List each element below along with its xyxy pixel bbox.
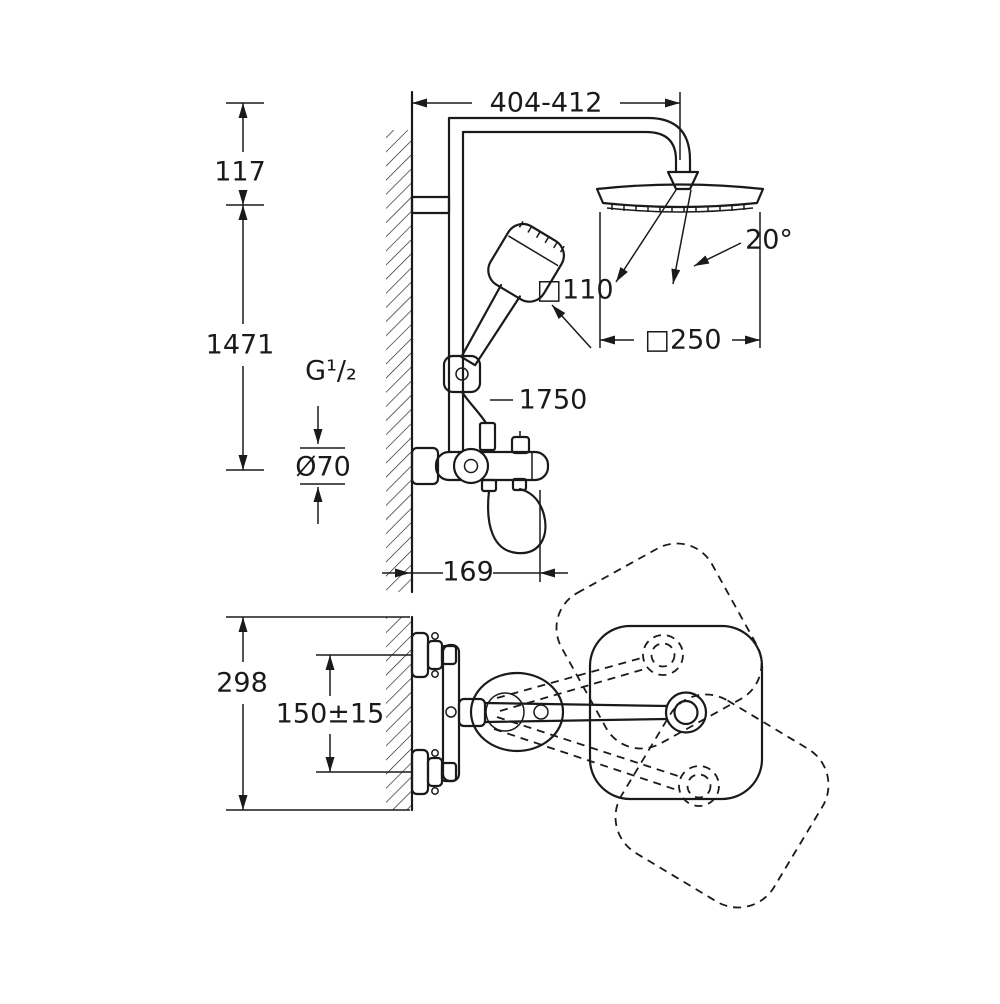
- wall-hatch: [386, 130, 412, 592]
- supply-top-screw2: [431, 670, 439, 678]
- dim-head-face-label: □250: [644, 325, 721, 356]
- hose-upper-segment: [460, 390, 488, 425]
- mixer-body: [434, 450, 550, 482]
- hand-shower-head: [487, 222, 565, 303]
- swivel-lower-head-outline: [614, 693, 830, 909]
- diverter-knob: [510, 435, 531, 455]
- hose-coupling: [478, 421, 497, 452]
- angle-ray-vertical: [671, 189, 692, 285]
- dim-width-label: 404-412: [490, 88, 603, 119]
- plan-hand-shower-outline: [469, 671, 565, 753]
- swivel-position-upper: [496, 542, 763, 750]
- angle-ray-tilted: [615, 189, 677, 283]
- dim-hand-face-label: □110: [536, 275, 613, 306]
- plan-head-outline: [588, 624, 764, 801]
- dim-depth-label: 298: [216, 668, 268, 699]
- side-view: 404-412 117 1471 20° □110: [206, 88, 793, 594]
- supply-connection-bottom: [410, 748, 458, 796]
- mixer-knob-center: [463, 458, 479, 474]
- angle-leader: [693, 242, 742, 267]
- dim-drop-label: 117: [214, 157, 266, 188]
- shower-riser-outer: [447, 116, 692, 454]
- hose-outlet-nut: [480, 478, 498, 493]
- supply-bottom-escutcheon: [410, 748, 430, 796]
- dim-connection: G¹/₂ Ø70: [295, 356, 357, 524]
- dim-spacing: 150±15: [276, 654, 411, 773]
- swivel-upper-ball-outer: [642, 634, 684, 676]
- dim-hose: 1750: [490, 385, 587, 416]
- swivel-lower-ball-inner: [686, 773, 712, 799]
- supply-bottom-nut: [426, 756, 444, 788]
- wall-bracket: [410, 195, 451, 215]
- dim-height-label: 1471: [206, 330, 275, 361]
- mixer-knob: [452, 447, 490, 485]
- swivel-upper-head-outline: [555, 542, 763, 750]
- dim-projection: 169: [382, 490, 568, 588]
- plan-arm-joint: [457, 697, 487, 728]
- supply-top-nut: [426, 639, 444, 671]
- dim-projection-label: 169: [442, 557, 494, 588]
- plan-view: 298 150±15: [216, 542, 830, 909]
- dim-width: 404-412: [412, 88, 681, 160]
- hand-shower-face-ticks: [518, 220, 565, 253]
- supply-top-escutcheon: [410, 631, 430, 679]
- dim-depth: 298: [216, 616, 410, 811]
- plan-wall-hatch: [386, 617, 412, 810]
- swivel-lower-arm-line2: [493, 728, 678, 791]
- supply-bottom-screw2: [431, 787, 439, 795]
- swivel-upper-ball-inner: [650, 642, 676, 668]
- dim-head-face: □250: [599, 212, 761, 356]
- head-shower-body: [595, 183, 765, 209]
- swivel-position-lower: [493, 693, 830, 909]
- plan-hand-shower-inner: [485, 692, 525, 732]
- swivel-upper-arm-line2: [499, 667, 649, 712]
- plan-mixer-center: [445, 706, 457, 718]
- plan-hand-shower: [469, 671, 565, 753]
- thread-label: G¹/₂: [305, 356, 357, 387]
- plan-arm-line2: [483, 717, 669, 724]
- swivel-lower-arm-line1: [496, 716, 682, 778]
- hand-face-leader: [551, 304, 592, 349]
- dim-height: 1471: [206, 205, 275, 471]
- shower-riser-inner: [461, 130, 678, 454]
- dim-angle: 20°: [615, 189, 793, 285]
- supply-bottom-screw1: [431, 749, 439, 757]
- diameter-label: Ø70: [295, 452, 351, 483]
- mixer-escutcheon: [410, 446, 440, 486]
- head-ball-joint: [666, 170, 700, 191]
- supply-top-screw1: [431, 632, 439, 640]
- hand-shower-handle: [460, 284, 521, 367]
- dim-hand-face: □110: [536, 275, 614, 349]
- plan-hand-shower-knob: [533, 704, 549, 720]
- swivel-lower-ball-outer: [678, 765, 720, 807]
- swivel-upper-arm-line1: [496, 656, 646, 699]
- dim-drop: 117: [214, 102, 266, 206]
- hose-end-nut: [511, 477, 528, 492]
- hand-shower-face-line: [508, 235, 559, 267]
- head-shower-spray-face: [606, 207, 754, 213]
- head-shower-spray-ticks: [611, 204, 745, 212]
- plan-ball-outer: [664, 691, 708, 734]
- dim-spacing-label: 150±15: [276, 699, 385, 730]
- dim-angle-label: 20°: [745, 225, 793, 256]
- plan-ball-inner: [673, 699, 699, 726]
- supply-connection-top: [410, 631, 458, 679]
- plan-arm-line1: [483, 701, 669, 708]
- hose-loop: [487, 487, 547, 555]
- holder-screw: [455, 367, 469, 381]
- dim-hose-label: 1750: [519, 385, 588, 416]
- hand-shower: [460, 220, 565, 367]
